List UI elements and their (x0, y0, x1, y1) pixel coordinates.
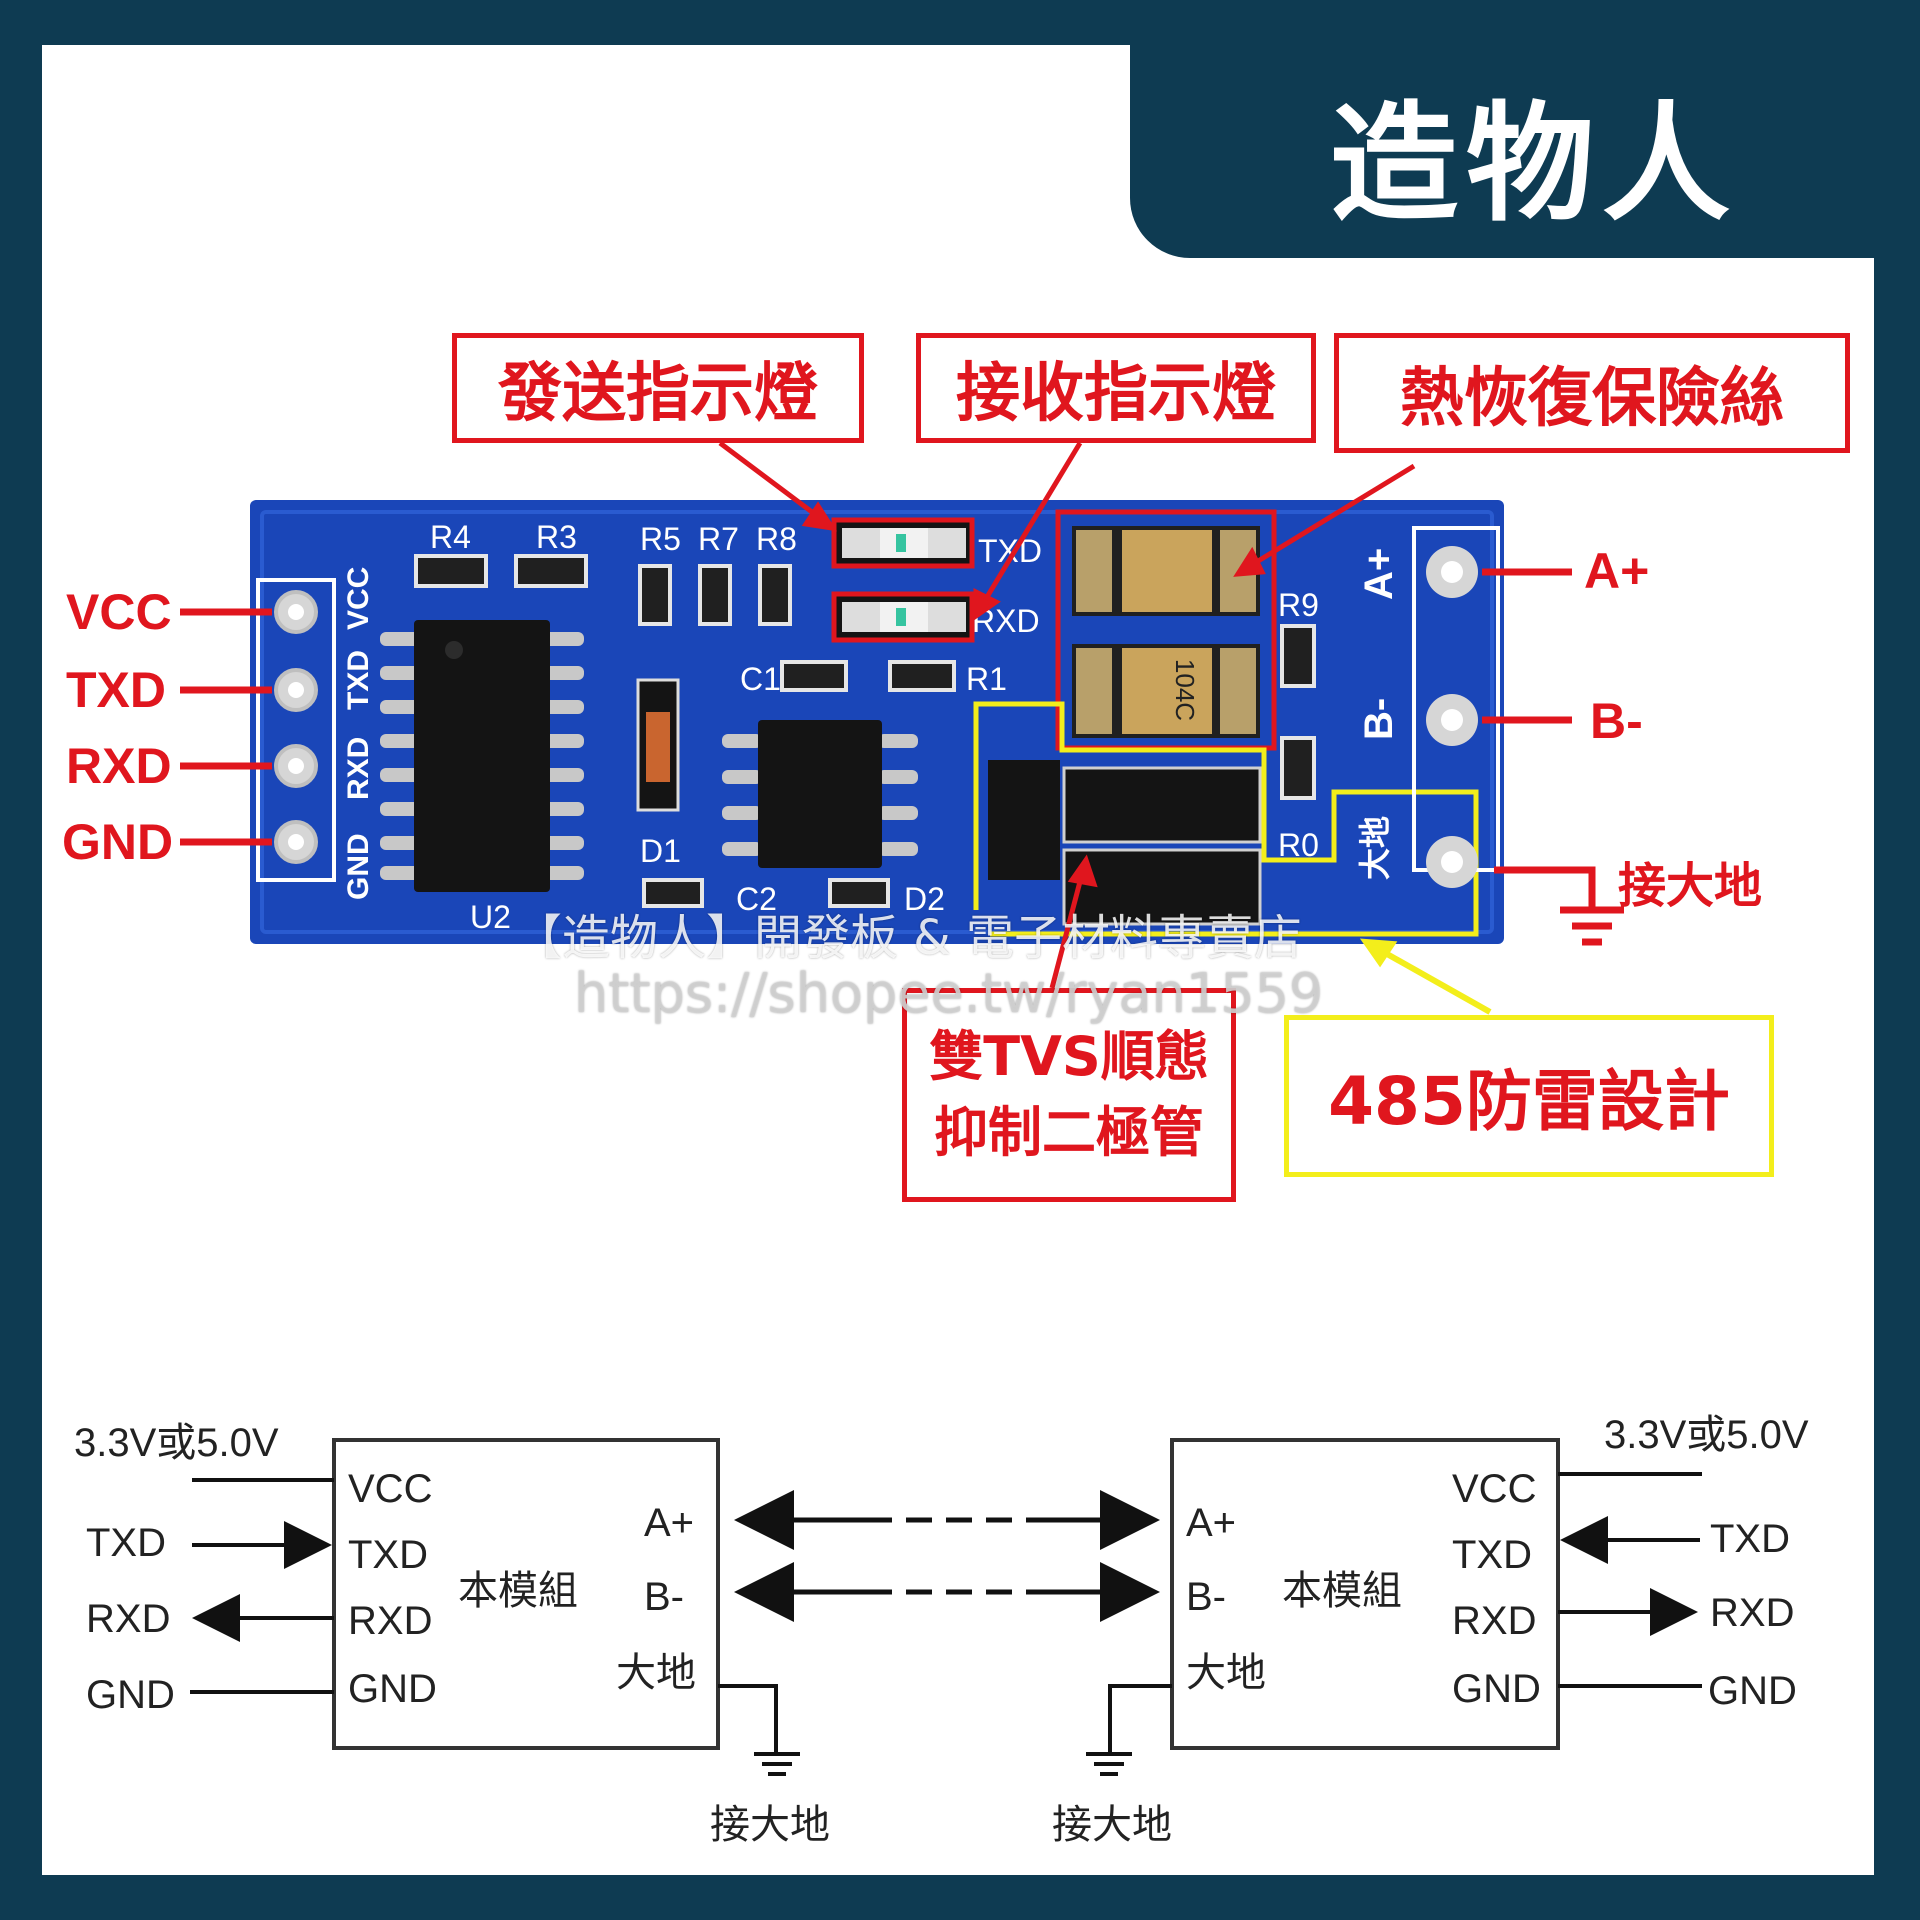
lightning-callout: 485防雷設計 (1284, 1015, 1774, 1177)
pin-label-txd: TXD (66, 662, 166, 718)
u1-chip (722, 720, 918, 868)
pin-label-b-minus: B- (1590, 693, 1643, 749)
left-header-pins (274, 590, 318, 864)
left-module-name: 本模組 (458, 1569, 578, 1613)
left-bus-a: A+ (644, 1501, 694, 1545)
rx-led-callout: 接收指示燈 (916, 333, 1316, 443)
watermark-line2: https://shopee.tw/ryan1559 (574, 962, 1324, 1025)
brand-tab (1130, 0, 1920, 258)
pin-label-a-plus: A+ (1584, 543, 1650, 599)
pin-label-gnd: GND (62, 814, 174, 870)
fuse-upper (1072, 526, 1260, 616)
ref-r3: R3 (536, 519, 577, 555)
left-pin-gnd: GND (348, 1667, 437, 1711)
silk-a-plus: A+ (1357, 548, 1401, 600)
fuse-lower (1072, 644, 1260, 738)
right-ext-txd: TXD (1710, 1517, 1790, 1561)
right-pin-rxd: RXD (1452, 1599, 1536, 1643)
ref-d1: D1 (640, 833, 681, 869)
tvs-diode-1 (988, 760, 1060, 880)
ref-r5: R5 (640, 521, 681, 557)
rx-led (831, 591, 975, 643)
tvs-callout-line1: 雙TVS順態 (929, 1025, 1209, 1089)
ref-r8: R8 (756, 521, 797, 557)
left-ext-gnd: GND (86, 1673, 175, 1717)
silk-txd: TXD (342, 650, 375, 710)
right-module-box (1170, 1438, 1560, 1750)
right-pin-gnd: GND (1452, 1667, 1541, 1711)
protection-outline (973, 701, 1479, 937)
ref-r9: R9 (1278, 587, 1319, 623)
silk-rxd: RXD (342, 737, 375, 800)
right-ext-rxd: RXD (1710, 1591, 1794, 1635)
left-ext-txd: TXD (86, 1521, 166, 1565)
left-supply-label: 3.3V或5.0V (74, 1421, 279, 1465)
tvs-callout: 雙TVS順態 抑制二極管 (902, 988, 1236, 1202)
left-pin-txd: TXD (348, 1533, 428, 1577)
right-earth-label: 接大地 (1052, 1803, 1172, 1847)
tvs-callout-line2: 抑制二極管 (934, 1101, 1204, 1164)
left-pin-vcc: VCC (348, 1467, 432, 1511)
right-pin-txd: TXD (1452, 1533, 1532, 1577)
left-ext-rxd: RXD (86, 1597, 170, 1641)
silk-vcc: VCC (342, 567, 375, 630)
left-pin-rxd: RXD (348, 1599, 432, 1643)
ref-c2: C2 (736, 881, 777, 917)
right-pin-vcc: VCC (1452, 1467, 1536, 1511)
earth-label: 接大地 (1618, 858, 1763, 914)
silk-gnd: GND (342, 833, 375, 900)
left-bus-earth: 大地 (616, 1651, 696, 1695)
silk-b-minus: B- (1357, 698, 1401, 740)
ref-u2: U2 (470, 899, 511, 935)
watermark-line1: 【造物人】開發板 & 電子材料專賣店 (514, 910, 1302, 966)
right-terminal-pins (1426, 546, 1478, 888)
brand-name: 造物人 (1330, 90, 1739, 239)
u2-chip (380, 620, 584, 892)
right-module-name: 本模組 (1282, 1569, 1402, 1613)
right-ext-gnd: GND (1708, 1669, 1797, 1713)
left-bus-b: B- (644, 1575, 684, 1619)
left-module-box (332, 1438, 720, 1750)
right-supply-label: 3.3V或5.0V (1604, 1413, 1809, 1457)
right-bus-a: A+ (1186, 1501, 1236, 1545)
tx-led (831, 517, 975, 569)
ref-r7: R7 (698, 521, 739, 557)
left-earth-label: 接大地 (710, 1803, 830, 1847)
right-bus-b: B- (1186, 1575, 1226, 1619)
ref-d2: D2 (904, 881, 945, 917)
fuse-callout: 熱恢復保險絲 (1334, 333, 1850, 453)
ref-r0: R0 (1278, 827, 1319, 863)
pin-label-vcc: VCC (66, 584, 172, 640)
ref-r4: R4 (430, 519, 471, 555)
ref-r1: R1 (966, 661, 1007, 697)
right-bus-earth: 大地 (1186, 1651, 1266, 1695)
silk-earth: 大地 (1357, 816, 1393, 880)
fuse-marking: 104C (1170, 659, 1200, 721)
ref-c1: C1 (740, 661, 781, 697)
pin-label-rxd: RXD (66, 738, 172, 794)
tx-led-callout: 發送指示燈 (452, 333, 864, 443)
